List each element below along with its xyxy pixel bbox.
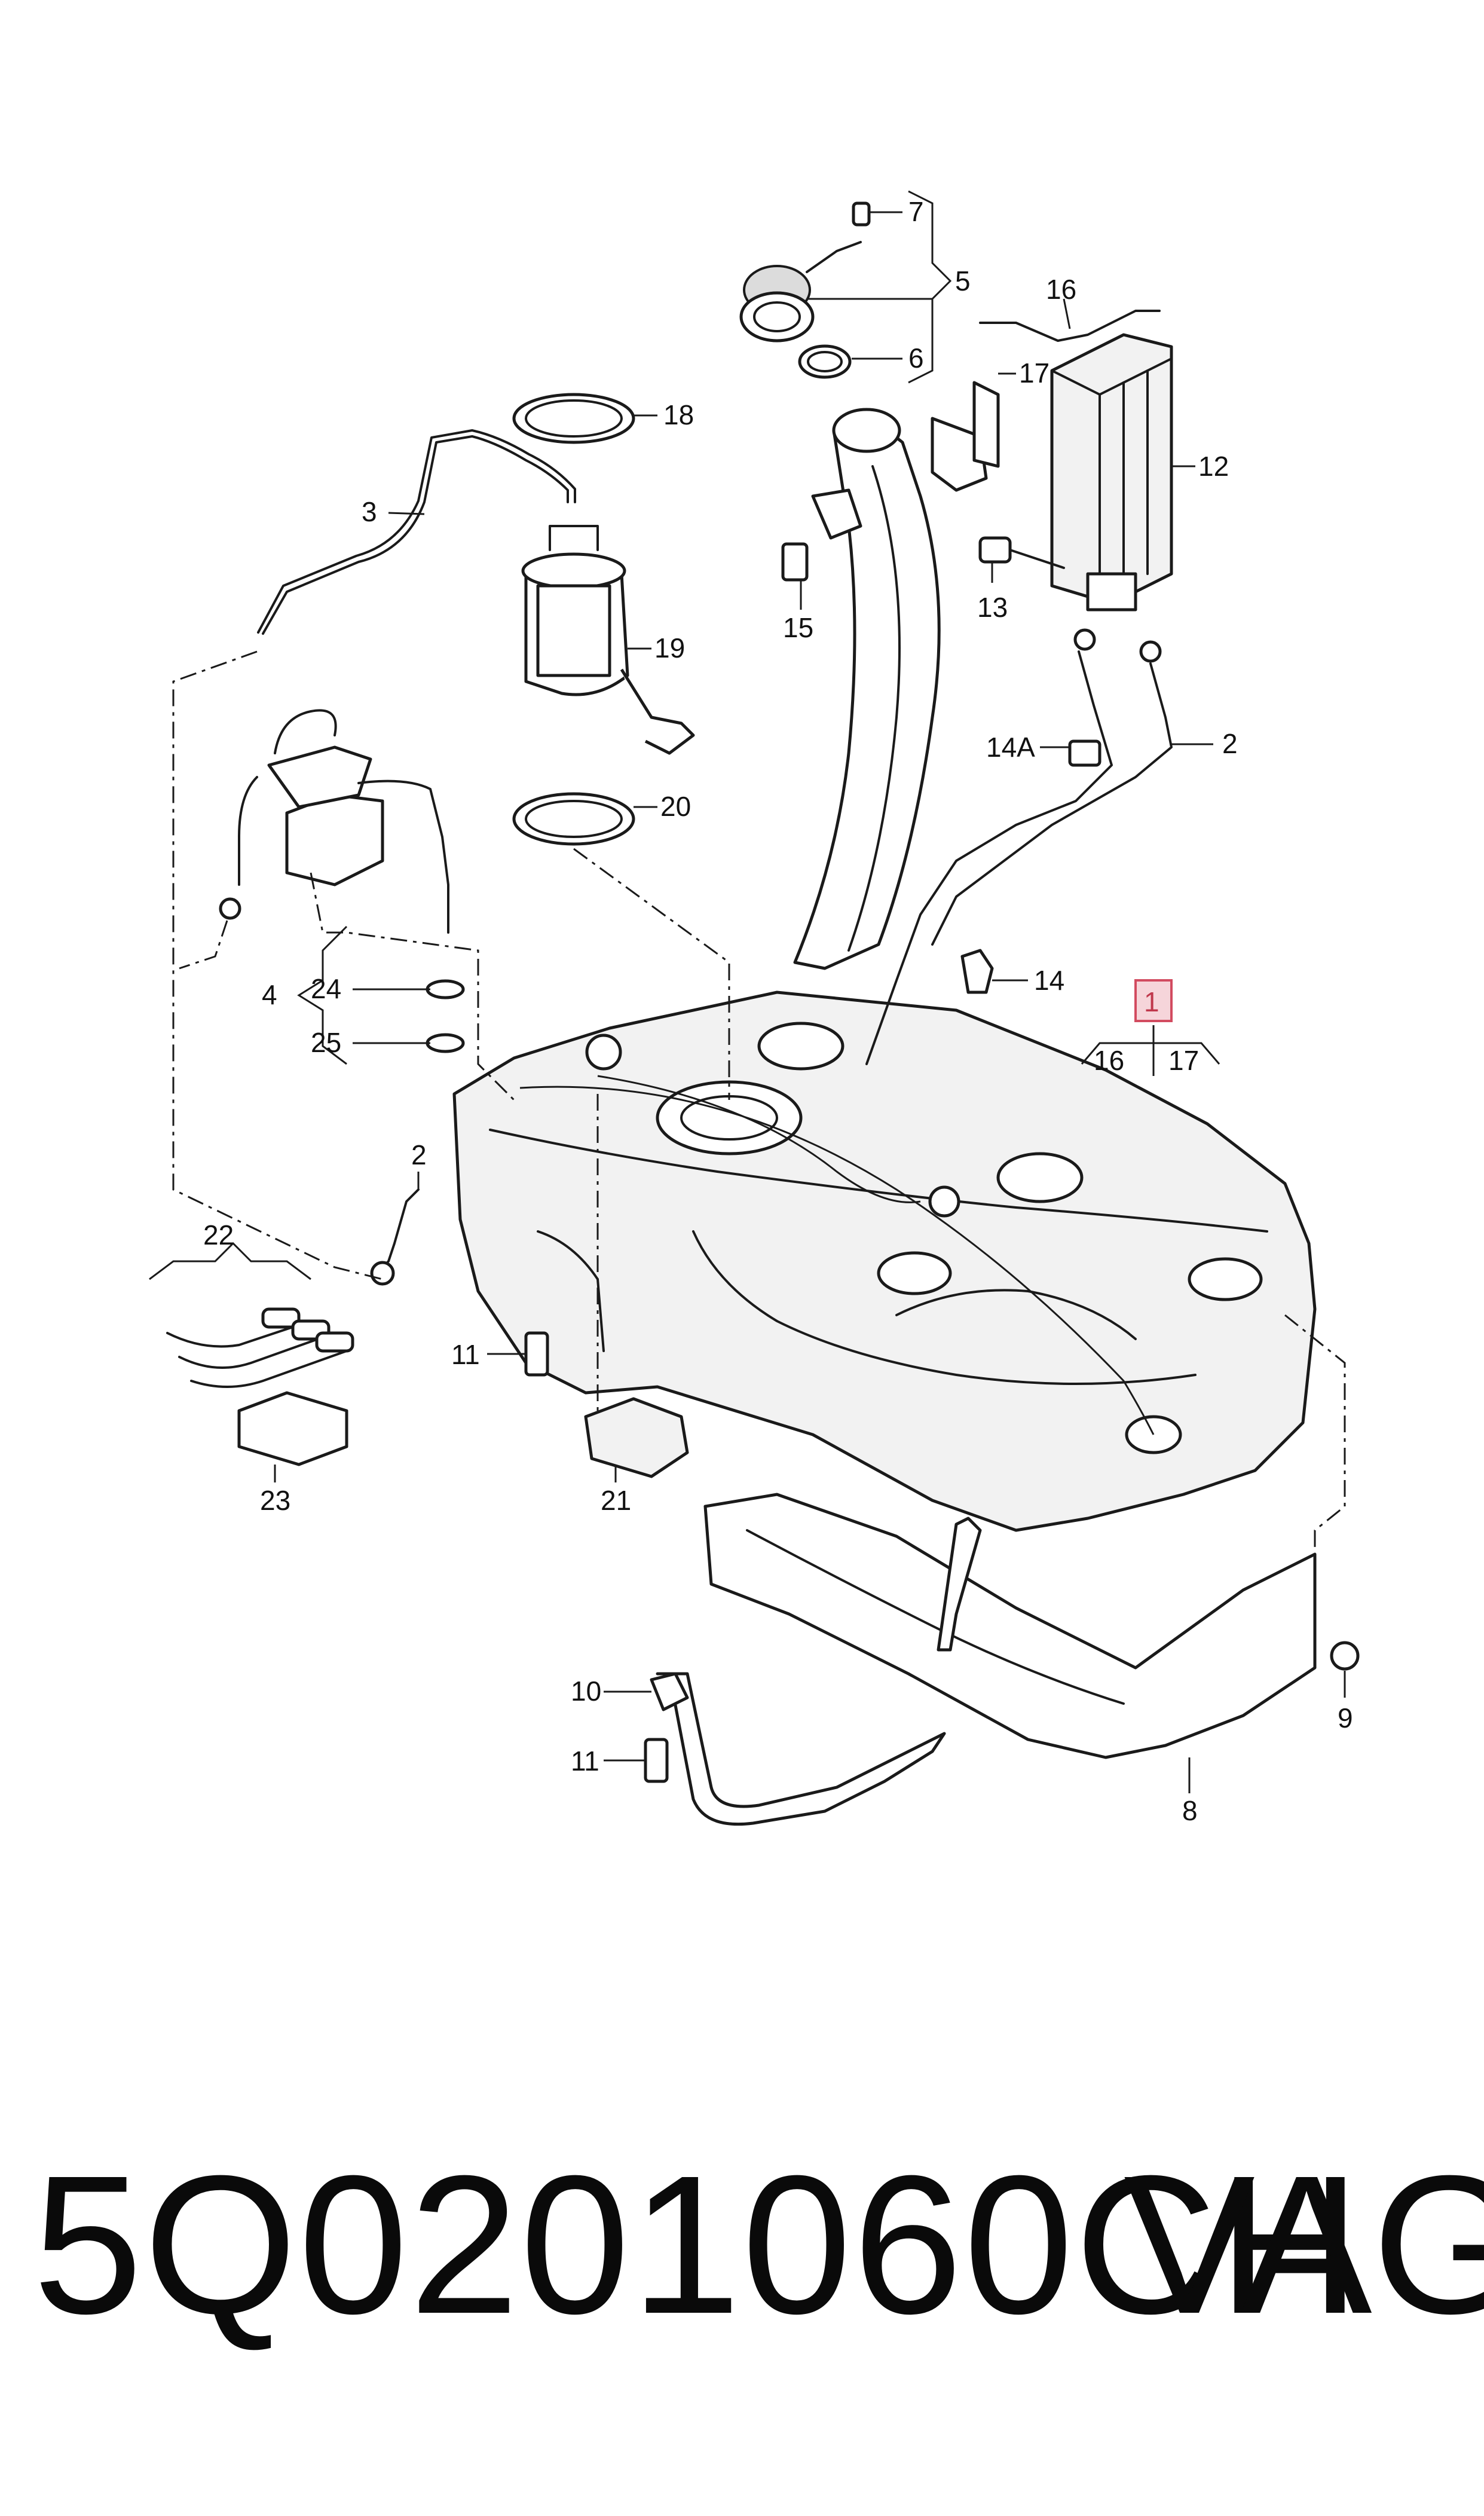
callout-4: 4	[262, 979, 277, 1010]
highlight-box-1	[1134, 979, 1173, 1022]
callout-25: 25	[311, 1027, 341, 1058]
bolt-15	[781, 542, 809, 582]
callout-5: 5	[955, 265, 971, 296]
callout-17-upper: 17	[1019, 357, 1049, 389]
brand-label: VAG	[1124, 2134, 1484, 2355]
callout-2-lower: 2	[411, 1139, 427, 1170]
callout-10: 10	[571, 1676, 601, 1707]
callout-8: 8	[1182, 1795, 1198, 1826]
callout-7: 7	[908, 196, 924, 227]
callout-20: 20	[660, 791, 691, 822]
small-parts	[237, 542, 1360, 1783]
callout-labels: 1 2 2 3 4 5 6 7 8 9 10 11 11 12 13 14 14…	[203, 196, 1353, 1826]
bolt-11-lower	[644, 1738, 669, 1783]
clip-10	[650, 1672, 689, 1711]
charcoal-canister	[972, 310, 1173, 663]
callout-18: 18	[663, 399, 694, 430]
valve-assembly	[219, 709, 465, 1053]
callout-19: 19	[654, 632, 685, 664]
callout-12: 12	[1198, 451, 1229, 482]
callout-2-upper: 2	[1222, 728, 1238, 759]
callout-13: 13	[977, 592, 1008, 623]
callout-3: 3	[362, 496, 377, 527]
callout-11-upper: 11	[451, 1339, 480, 1370]
heat-shield	[656, 1493, 1317, 1826]
callout-16-upper: 16	[1046, 274, 1076, 305]
callout-1: 1	[1144, 986, 1159, 1017]
part-number: 5Q0201060CH	[33, 2134, 1362, 2355]
fuel-pump-module	[512, 393, 695, 846]
callout-14: 14	[1034, 965, 1064, 996]
callout-16-lower: 16	[1094, 1045, 1124, 1076]
fuel-line-3	[257, 429, 576, 635]
callout-22: 22	[203, 1219, 234, 1251]
fuel-line-2-upper	[865, 650, 1173, 1065]
bracket-23	[237, 1391, 348, 1466]
control-unit-21	[584, 1397, 689, 1478]
filler-neck	[739, 201, 988, 970]
leader-lines	[149, 190, 1346, 1793]
bolt-11-upper	[524, 1331, 549, 1377]
callout-11-lower: 11	[571, 1745, 599, 1777]
callout-14A: 14A	[986, 732, 1035, 763]
callout-15: 15	[783, 612, 813, 643]
callout-21: 21	[601, 1485, 631, 1516]
nut-9	[1330, 1641, 1360, 1671]
fuel-tank	[452, 990, 1317, 1532]
callout-17-lower: 17	[1168, 1045, 1199, 1076]
reference-lines	[172, 650, 1346, 1566]
callout-9: 9	[1338, 1702, 1353, 1734]
callout-23: 23	[260, 1485, 290, 1516]
callout-24: 24	[311, 973, 341, 1004]
fuel-line-2-lower	[166, 1188, 420, 1388]
callout-6: 6	[908, 343, 924, 374]
